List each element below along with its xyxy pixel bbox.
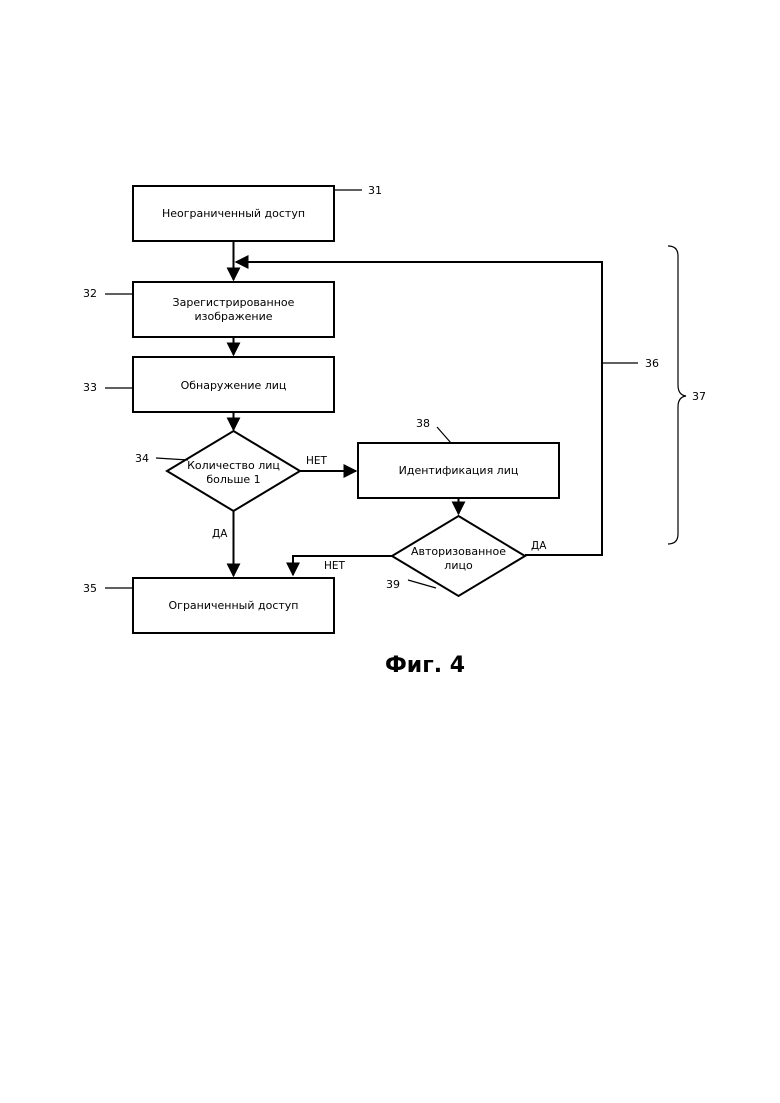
ref-37: 37 xyxy=(692,390,706,403)
node-face-count-label-2: больше 1 xyxy=(206,473,260,486)
node-authorized-decision: Авторизованное лицо xyxy=(392,516,525,596)
node-face-detection-label: Обнаружение лиц xyxy=(181,379,287,392)
bracket-37 xyxy=(668,246,686,544)
leader-34 xyxy=(156,458,188,460)
ref-39: 39 xyxy=(386,578,400,591)
node-face-detection: Обнаружение лиц xyxy=(133,357,334,412)
node-face-identification-label: Идентификация лиц xyxy=(399,464,519,477)
node-unrestricted-access: Неограниченный доступ xyxy=(133,186,334,241)
node-face-identification: Идентификация лиц xyxy=(358,443,559,498)
leader-39 xyxy=(408,580,436,588)
ref-35: 35 xyxy=(83,582,97,595)
ref-32: 32 xyxy=(83,287,97,300)
ref-34: 34 xyxy=(135,452,149,465)
node-restricted-access: Ограниченный доступ xyxy=(133,578,334,633)
node-registered-image-label-1: Зарегистрированное xyxy=(173,296,295,309)
ref-31: 31 xyxy=(368,184,382,197)
edge-34-yes-label: ДА xyxy=(212,528,228,540)
ref-36: 36 xyxy=(645,357,659,370)
node-authorized-label-1: Авторизованное xyxy=(411,545,506,558)
ref-38: 38 xyxy=(416,417,430,430)
node-restricted-access-label: Ограниченный доступ xyxy=(169,599,299,612)
edge-39-yes-label: ДА xyxy=(531,540,547,552)
node-registered-image-label-2: изображение xyxy=(194,310,272,323)
leader-38 xyxy=(437,427,451,443)
edge-34-no-label: НЕТ xyxy=(306,455,328,467)
figure-caption: Фиг. 4 xyxy=(385,653,465,678)
node-authorized-label-2: лицо xyxy=(444,559,473,572)
edge-39-no-label: НЕТ xyxy=(324,560,346,572)
node-unrestricted-access-label: Неограниченный доступ xyxy=(162,207,305,220)
ref-33: 33 xyxy=(83,381,97,394)
node-face-count-label-1: Количество лиц xyxy=(187,459,280,472)
node-registered-image: Зарегистрированное изображение xyxy=(133,282,334,337)
node-face-count-decision: Количество лиц больше 1 xyxy=(167,431,300,511)
